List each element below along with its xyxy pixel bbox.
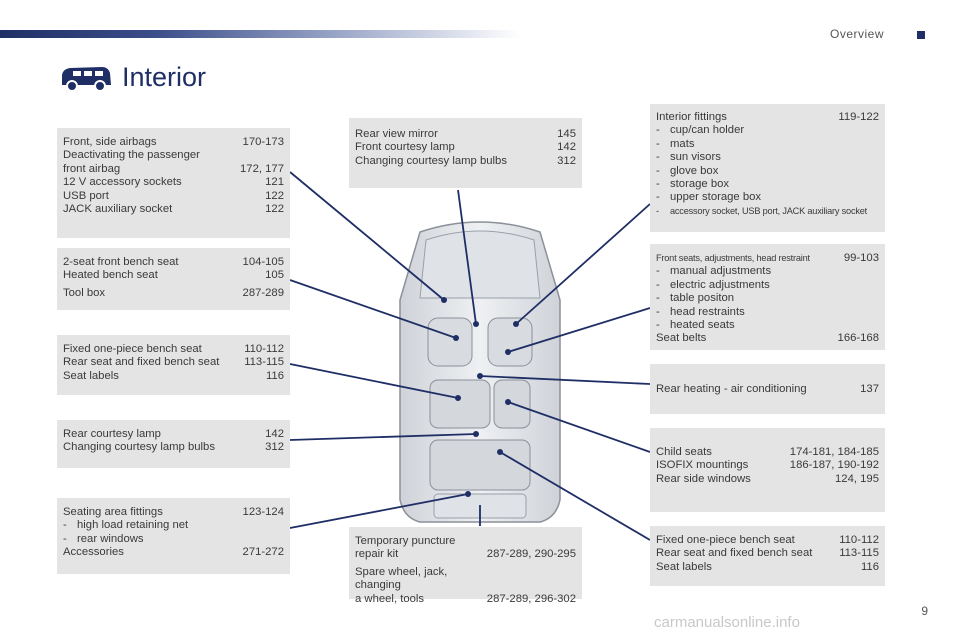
ref-row: Front seats, adjustments, head restraint… [656,252,879,264]
ref-row: Spare wheel, jack, changing a wheel, too… [355,565,576,605]
page-number: 9 [921,604,928,618]
header-gradient-bar [0,30,520,38]
section-marker [917,31,925,39]
watermark: carmanualsonline.info [654,614,800,631]
list-item: -manual adjustments [656,265,772,278]
callout-dots [441,297,519,497]
list-item: -storage box [656,178,730,191]
van-icon [62,66,111,92]
list-item: -upper storage box [656,191,762,204]
list-item: -head restraints [656,305,745,318]
title-block: Interior [58,62,206,93]
list-item: -glove box [656,164,719,177]
list-item: -electric adjustments [656,278,770,291]
callout-lines [289,171,651,541]
list-item: -table positon [656,292,735,305]
list-item: -cup/can holder [656,124,745,137]
list-item: -sun visors [656,151,721,164]
van-top-view [399,221,561,523]
list-item: -rear windows [63,532,144,545]
box-front-seats: Front seats, adjustments, head restraint… [650,244,885,350]
list-item: -mats [656,137,695,150]
list-item: -high load retaining net [63,519,189,532]
page-title: Interior [122,62,207,92]
list-item: -heated seats [656,319,735,332]
list-item: -accessory socket, USB port, JACK auxili… [656,205,867,216]
section-label: Overview [829,27,884,41]
